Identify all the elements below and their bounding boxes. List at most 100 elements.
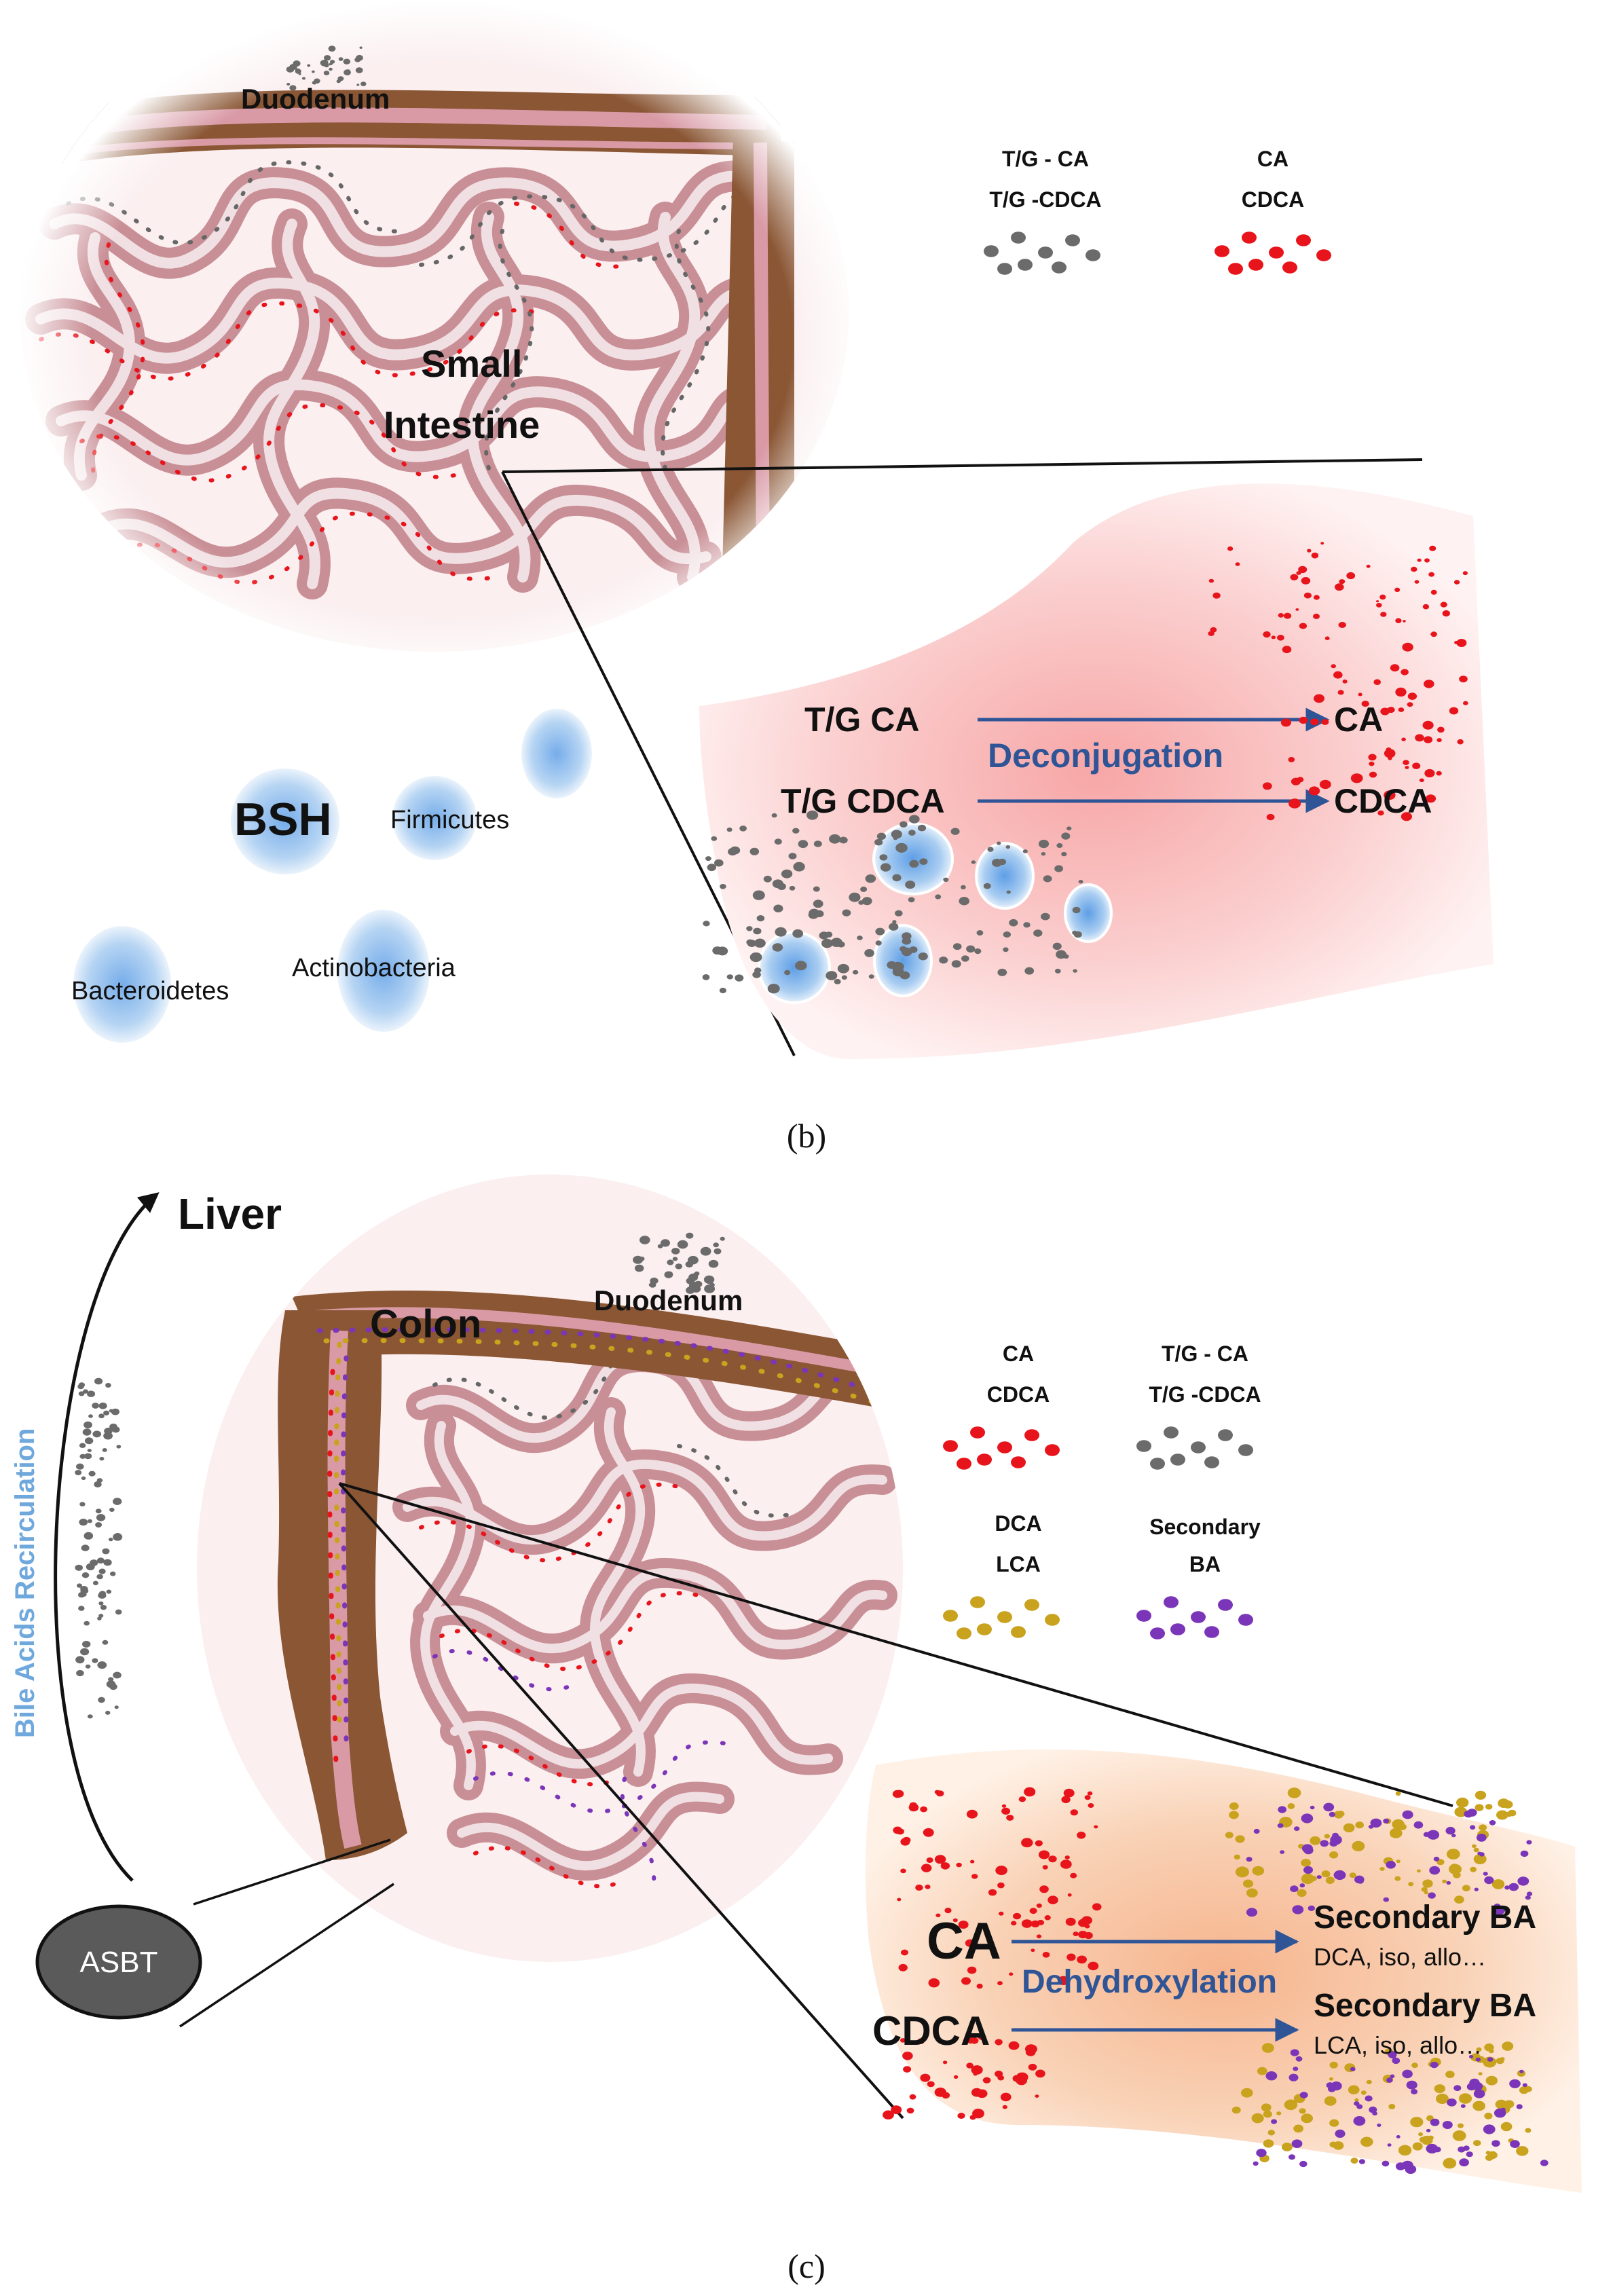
unconjugated-particle [1314, 694, 1324, 703]
conjugated-particle [895, 843, 908, 853]
conjugated-particle [688, 1255, 699, 1265]
conjugated-particle [839, 836, 848, 844]
conjugated-particle [1054, 865, 1063, 872]
secondary-particle [1496, 2111, 1502, 2116]
recirculating-particle [105, 1710, 111, 1715]
recirculating-particle [109, 1423, 117, 1430]
panel-b-reaction-arrows [978, 707, 1330, 813]
conjugated-particle [792, 929, 804, 938]
secondary-particle [1277, 1823, 1284, 1828]
recirculating-particle [87, 1390, 96, 1397]
conjugated-particle [997, 841, 1001, 845]
dca-lca-particle [1235, 1835, 1245, 1843]
secondary-particle [1510, 2140, 1520, 2148]
dca-lca-particle [1297, 1889, 1307, 1897]
secondary-particle [1491, 2140, 1500, 2147]
unconjugated-particle [1338, 622, 1346, 628]
dca-lca-particle [1473, 1847, 1479, 1853]
unconjugated-particle [1339, 579, 1346, 585]
secondary-particle [1406, 2080, 1417, 2090]
secondary-particle [1294, 1826, 1300, 1832]
legend-c-dca-lca-swatch [957, 1627, 971, 1640]
primary-particle [1065, 1917, 1076, 1926]
secondary-particle [1426, 2143, 1439, 2154]
colon-label: Colon [370, 1302, 481, 1346]
dca-lca-particle [1485, 1804, 1493, 1810]
dca-lca-particle [1252, 1866, 1265, 1876]
conjugated-particle [889, 923, 899, 931]
unconjugated-particle [1384, 790, 1396, 800]
conjugated-particle [661, 1239, 670, 1247]
conjugated-particle [876, 832, 886, 840]
secondary-particle [1386, 1861, 1396, 1869]
primary-particle [915, 1884, 923, 1891]
unconjugated-particle [1290, 574, 1299, 580]
conjugated-particle [1067, 826, 1072, 831]
secondary-particle [1330, 1835, 1342, 1845]
conjugated-particle [354, 57, 361, 62]
unconjugated-particle [1369, 771, 1377, 778]
recirculating-particle [96, 1514, 106, 1521]
panel-b-intestine-illustration [20, 0, 849, 652]
secondary-particle [1377, 2124, 1382, 2127]
legend-c-secondary-swatch [1136, 1610, 1151, 1622]
recirculating-particle [115, 1609, 122, 1615]
dca-lca-particle [1229, 1811, 1239, 1819]
recirculating-particle [92, 1403, 100, 1409]
secondary-particle [1493, 1905, 1506, 1915]
recirculating-particle [108, 1677, 114, 1682]
secondary-particle [1353, 2116, 1366, 2126]
conjugated-particle [834, 978, 841, 984]
panel-c-zoom-region [865, 1749, 1582, 2193]
primary-particle [1013, 1912, 1021, 1920]
recirculating-particle [96, 1574, 103, 1580]
secondary-particle [1484, 1876, 1494, 1885]
dca-lca-particle [1333, 2141, 1344, 2150]
primary-particle [1084, 1795, 1091, 1800]
recirculating-particle [80, 1587, 89, 1594]
recirculating-particle [83, 1389, 88, 1394]
primary-particle [900, 1868, 906, 1874]
primary-particle [1070, 1809, 1079, 1816]
conjugated-particle [756, 915, 765, 922]
conjugated-particle [700, 1246, 711, 1256]
unconjugated-particle [1333, 671, 1343, 679]
conjugated-particle [667, 1271, 673, 1276]
secondary-particle [1390, 2054, 1396, 2059]
primary-particle [1009, 1972, 1014, 1976]
secondary-particle [1383, 1897, 1390, 1902]
conjugated-particle [793, 862, 805, 872]
primary-particle [1001, 1804, 1007, 1808]
dca-lca-particle [1502, 1800, 1513, 1809]
dca-lca-particle [1281, 2143, 1293, 2151]
recirculating-particle [103, 1559, 112, 1566]
legend-b-unconjugated-swatch [1282, 261, 1297, 274]
asbt-transporter-icon [35, 1904, 202, 2020]
dca-lca-particle [1525, 2128, 1532, 2133]
conjugated-particle [677, 1240, 688, 1249]
secondary-particle [1290, 1885, 1299, 1893]
recirculating-particle [87, 1519, 92, 1523]
secondary-particle [1468, 2055, 1474, 2058]
legend-b-unconjugated-swatch [1242, 232, 1257, 244]
secondary-particle [1427, 1830, 1440, 1840]
dca-lca-particle [1479, 1824, 1487, 1831]
unconjugated-particle [1342, 679, 1348, 684]
recirculating-particle [79, 1519, 88, 1526]
conjugated-particle [891, 830, 902, 839]
secondary-particle [1326, 2082, 1334, 2088]
legend-b-unconjugated-swatch [1269, 246, 1284, 259]
recirculating-particle [77, 1583, 82, 1588]
conjugated-particle [858, 900, 864, 905]
conjugated-particle [775, 927, 787, 937]
unconjugated-particle [1394, 587, 1401, 592]
recirculating-particle [98, 1568, 106, 1574]
primary-particle [953, 2075, 959, 2079]
conjugated-particle [1056, 843, 1063, 849]
conjugated-particle [1041, 852, 1046, 856]
recirculating-particle [94, 1481, 102, 1487]
primary-particle [1073, 1931, 1079, 1937]
dca-lca-particle [1299, 2108, 1306, 2114]
primary-particle [1067, 1953, 1076, 1961]
